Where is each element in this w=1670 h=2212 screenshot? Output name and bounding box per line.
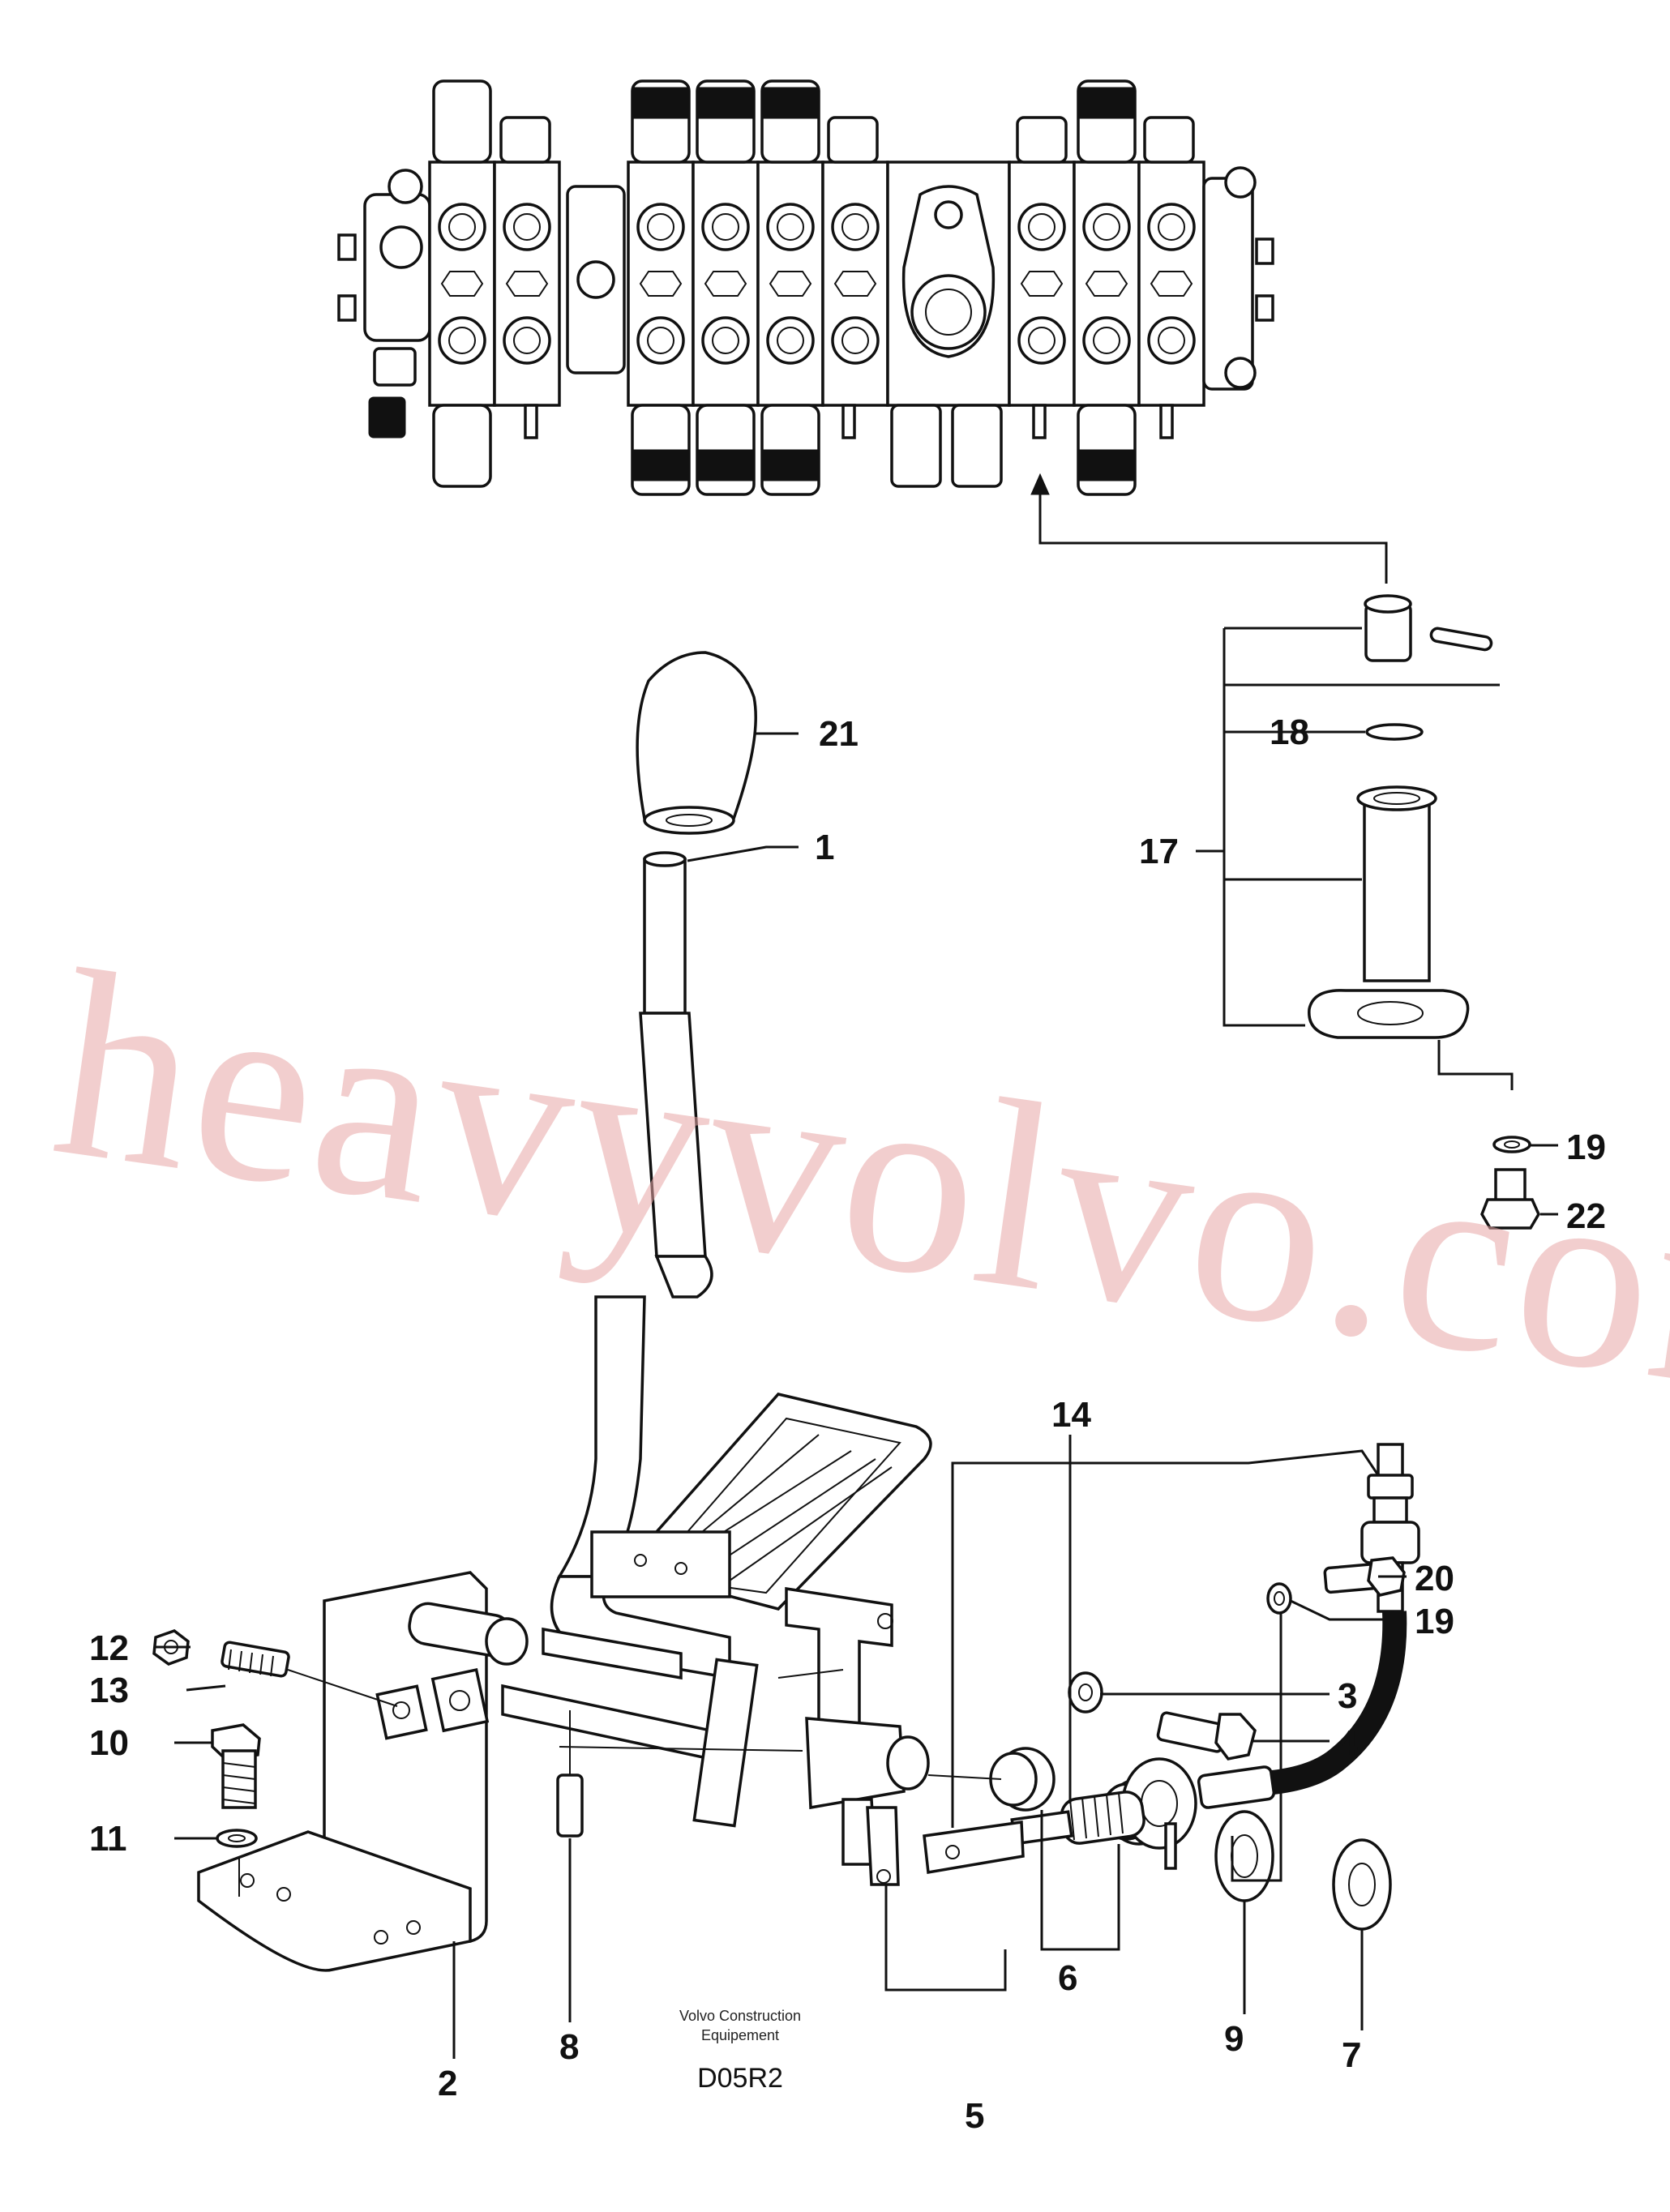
bottom-spools xyxy=(432,404,1174,496)
assembly-arrow xyxy=(1030,473,1388,584)
caption-line-1: Volvo Construction xyxy=(679,2008,801,2024)
mounting-bracket-2 xyxy=(197,1571,759,1972)
leader-lines xyxy=(156,730,1558,2059)
callout-4: 4 xyxy=(1338,1723,1358,1763)
control-cable-14 xyxy=(923,1443,1420,1875)
fasteners xyxy=(152,1136,1540,1848)
callout-19-lower: 19 xyxy=(1415,1602,1454,1641)
callout-20: 20 xyxy=(1415,1559,1454,1598)
callout-labels: 21 1 17 18 19 22 14 20 19 3 4 12 13 10 1… xyxy=(89,712,1606,2136)
caption-line-2: Equipement xyxy=(701,2027,779,2043)
callout-10: 10 xyxy=(89,1723,129,1763)
callout-22: 22 xyxy=(1566,1196,1606,1236)
callout-5: 5 xyxy=(965,2096,984,2136)
callout-3: 3 xyxy=(1338,1676,1357,1716)
callout-17: 17 xyxy=(1139,832,1179,871)
linkage-arm-5 xyxy=(785,1586,1392,1931)
valve-ports xyxy=(438,185,1196,365)
control-valve-block xyxy=(337,79,1274,496)
top-spools xyxy=(432,79,1195,164)
callout-13: 13 xyxy=(89,1671,129,1710)
callout-11: 11 xyxy=(89,1819,127,1859)
callout-12: 12 xyxy=(89,1628,129,1668)
valve-assembly-17 xyxy=(1223,594,1514,1090)
diagram-code: D05R2 xyxy=(697,2063,783,2094)
callout-8: 8 xyxy=(559,2027,579,2067)
callout-2: 2 xyxy=(438,2064,457,2103)
callout-6: 6 xyxy=(1058,1958,1077,1998)
callout-9: 9 xyxy=(1224,2019,1244,2059)
callout-19-upper: 19 xyxy=(1566,1127,1606,1167)
callout-1: 1 xyxy=(815,828,834,867)
callout-18: 18 xyxy=(1270,712,1309,752)
callout-7: 7 xyxy=(1342,2035,1361,2075)
callout-21: 21 xyxy=(819,714,859,754)
callout-14: 14 xyxy=(1051,1395,1091,1435)
diagram-caption: Volvo Construction Equipement D05R2 xyxy=(679,2008,801,2094)
valve-slices xyxy=(428,160,1254,407)
